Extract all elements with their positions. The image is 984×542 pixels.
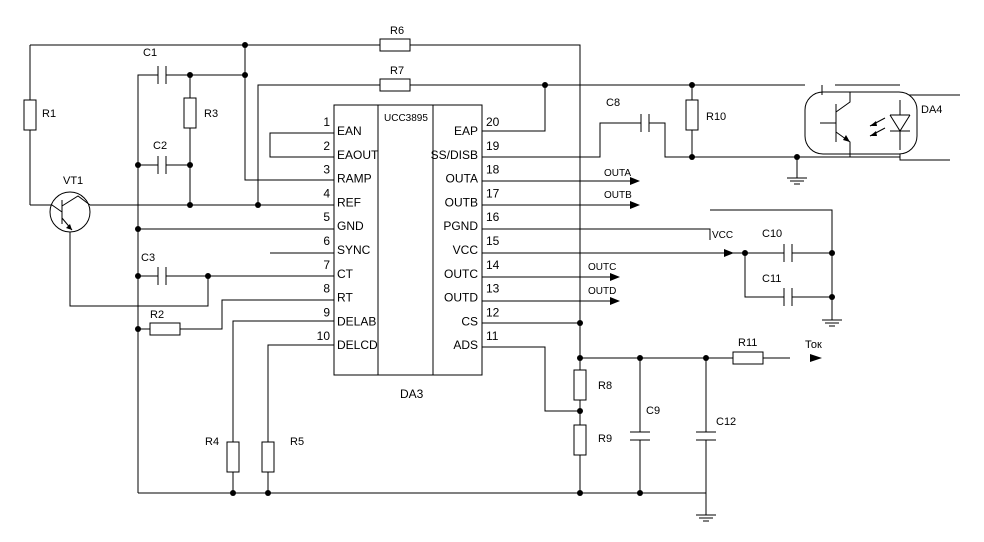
label-vt1: VT1 xyxy=(63,175,83,187)
resistor-r7 xyxy=(379,78,411,92)
pin-name: RAMP xyxy=(337,172,372,186)
pin-number: 12 xyxy=(486,305,500,319)
pin-number: 10 xyxy=(317,329,331,343)
pin-number: 17 xyxy=(486,186,500,200)
label-r8: R8 xyxy=(598,380,612,392)
pin-name: OUTA xyxy=(446,172,478,186)
pin-name: PGND xyxy=(443,219,478,233)
label-r4: R4 xyxy=(205,436,219,448)
pin-number: 13 xyxy=(486,282,500,296)
arrows xyxy=(610,177,822,362)
pin-number: 6 xyxy=(323,234,330,248)
label-outa: OUTA xyxy=(604,168,631,179)
pin-number: 11 xyxy=(486,329,499,343)
outd-arrow xyxy=(610,297,620,305)
pin-number: 4 xyxy=(323,186,330,200)
label-c3: C3 xyxy=(141,252,155,264)
pin-name: EAOUT xyxy=(337,148,379,162)
label-outd: OUTD xyxy=(588,286,616,297)
label-c11: C11 xyxy=(762,273,781,285)
vcc-arrow xyxy=(724,249,734,257)
component-labels: R1 R3 R6 R7 R2 R4 R5 R10 R8 R9 R11 C1 C2… xyxy=(42,25,942,448)
label-r3: R3 xyxy=(204,108,218,120)
pin-name: OUTB xyxy=(445,195,478,209)
resistor-r8 xyxy=(573,369,587,401)
pin-name: ADS xyxy=(453,338,478,352)
label-c1: C1 xyxy=(143,47,157,59)
junction-dots xyxy=(135,42,835,496)
pin-name: OUTD xyxy=(444,291,478,305)
pin-name: OUTC xyxy=(444,267,478,281)
pin-number: 14 xyxy=(486,258,500,272)
pin-number: 18 xyxy=(486,163,500,177)
optocoupler-da4 xyxy=(804,85,918,157)
pin-name: EAP xyxy=(454,124,478,138)
pin-name: SYNC xyxy=(337,243,371,257)
label-c9: C9 xyxy=(646,405,660,417)
label-r1: R1 xyxy=(42,108,56,120)
label-r7: R7 xyxy=(390,65,404,77)
pin-number: 7 xyxy=(323,258,330,272)
pin-number: 15 xyxy=(486,234,500,248)
pin-number: 3 xyxy=(323,163,330,177)
resistor-r9 xyxy=(573,424,587,456)
resistor-r11 xyxy=(732,351,764,365)
label-tok: Ток xyxy=(805,339,822,351)
outc-arrow xyxy=(610,273,620,281)
pin-name: CT xyxy=(337,267,354,281)
label-c2: C2 xyxy=(153,140,167,152)
label-c8: C8 xyxy=(606,97,620,109)
wires xyxy=(29,44,960,515)
label-outb: OUTB xyxy=(604,190,632,201)
label-c12: C12 xyxy=(716,416,736,428)
pin-name: DELCD xyxy=(337,338,378,352)
resistor-r5 xyxy=(261,441,275,473)
pin-number: 9 xyxy=(323,305,330,319)
pin-name: RT xyxy=(337,291,353,305)
pin-name: DELAB xyxy=(337,314,376,328)
pin-number: 20 xyxy=(486,115,500,129)
outb-arrow xyxy=(630,201,640,209)
label-r11: R11 xyxy=(738,337,757,349)
pin-number: 16 xyxy=(486,210,500,224)
label-r9: R9 xyxy=(598,433,612,445)
resistor-r6 xyxy=(379,38,411,52)
label-vcc: VCC xyxy=(712,230,733,241)
pin-number: 1 xyxy=(323,115,330,129)
chip-ref-label: DA3 xyxy=(400,387,424,401)
tok-arrow xyxy=(810,354,822,362)
resistor-r10 xyxy=(685,99,699,131)
pin-number: 5 xyxy=(323,210,330,224)
pin-name: REF xyxy=(337,195,361,209)
ground-symbols xyxy=(696,177,842,522)
transistor-vt1 xyxy=(30,191,91,233)
resistor-r1 xyxy=(23,99,37,131)
pin-name: GND xyxy=(337,219,364,233)
pin-number: 8 xyxy=(323,282,330,296)
chip-da3: UCC3895 DA3 xyxy=(333,104,483,401)
label-r2: R2 xyxy=(150,309,164,321)
label-r10: R10 xyxy=(706,111,726,123)
pin-name: SS/DISB xyxy=(431,148,478,162)
label-r5: R5 xyxy=(290,436,304,448)
label-c10: C10 xyxy=(762,228,782,240)
label-outc: OUTC xyxy=(588,262,616,273)
pin-name: CS xyxy=(461,314,478,328)
chip-part-label: UCC3895 xyxy=(384,113,428,124)
pin-number: 2 xyxy=(323,139,330,153)
label-r6: R6 xyxy=(390,25,404,37)
capacitors xyxy=(157,66,793,441)
pin-number: 19 xyxy=(486,139,500,153)
pin-name: VCC xyxy=(453,243,479,257)
resistor-r2 xyxy=(149,322,181,336)
pin-name: EAN xyxy=(337,124,362,138)
resistor-r3 xyxy=(183,97,197,129)
outa-arrow xyxy=(630,177,640,185)
label-da4: DA4 xyxy=(921,104,942,116)
resistors xyxy=(23,38,764,473)
resistor-r4 xyxy=(226,441,240,473)
